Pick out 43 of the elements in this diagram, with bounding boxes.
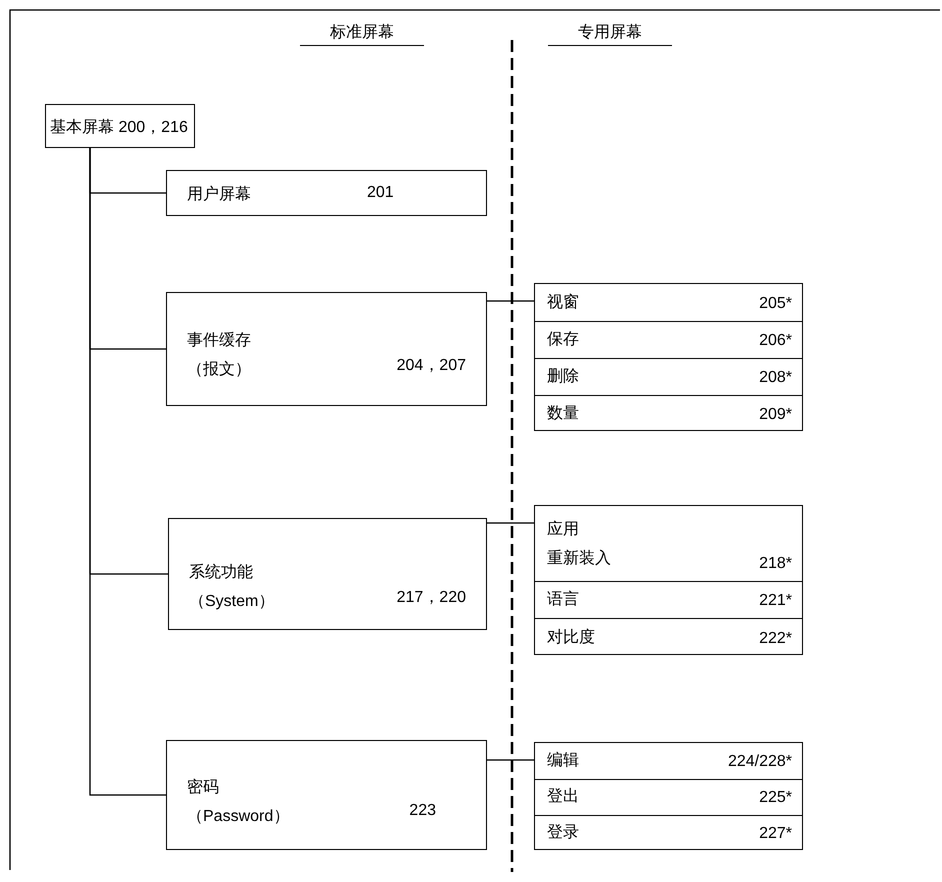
menu-item: 编辑 (547, 750, 579, 771)
screen-number: 204，207 (396, 356, 466, 376)
menu-item: 视窗 (547, 292, 579, 313)
screen-number: 206* (759, 332, 792, 350)
menu-item: 登出 (547, 786, 579, 807)
screen-number: 208* (759, 369, 792, 387)
screen-box (168, 518, 487, 630)
list-box (534, 505, 803, 655)
menu-item: 删除 (547, 367, 579, 387)
screen-number: 222* (759, 630, 792, 648)
screen-number: 227* (759, 825, 792, 843)
screen-number: 218* (759, 555, 792, 573)
column-heading: 专用屏幕 (548, 22, 672, 46)
menu-item: 数量 (547, 404, 579, 424)
screen-box (166, 740, 487, 850)
screen-number: 221* (759, 592, 792, 610)
menu-item: 登录 (547, 823, 579, 843)
screen-number: 209* (759, 406, 792, 424)
screen-title: 系统功能（System） (189, 562, 276, 612)
menu-item: 保存 (547, 330, 579, 350)
screen-number: 217，220 (396, 588, 466, 608)
screen-title: 基本屏幕 200，216 (50, 118, 188, 138)
menu-item: 应用重新装入 (547, 520, 611, 569)
list-box (534, 742, 803, 850)
connector-line (487, 522, 534, 524)
screen-number: 224/228* (728, 753, 792, 771)
screen-number: 201 (367, 184, 394, 202)
screen-number: 225* (759, 789, 792, 807)
screen-title: 密码（Password） (187, 778, 290, 827)
screen-box (166, 170, 487, 216)
column-heading: 标准屏幕 (300, 22, 424, 46)
menu-item: 语言 (547, 590, 579, 610)
connector-line (89, 148, 166, 796)
screen-box (166, 292, 487, 406)
list-box (534, 283, 803, 431)
screen-box (45, 104, 195, 148)
screen-title: 用户屏幕 (187, 184, 251, 205)
screen-title: 事件缓存（报文） (187, 330, 252, 380)
screen-number: 223 (409, 802, 436, 820)
menu-item: 对比度 (547, 628, 595, 648)
connector-line (487, 759, 534, 761)
connector-line (487, 300, 534, 302)
screen-number: 205* (759, 295, 792, 313)
